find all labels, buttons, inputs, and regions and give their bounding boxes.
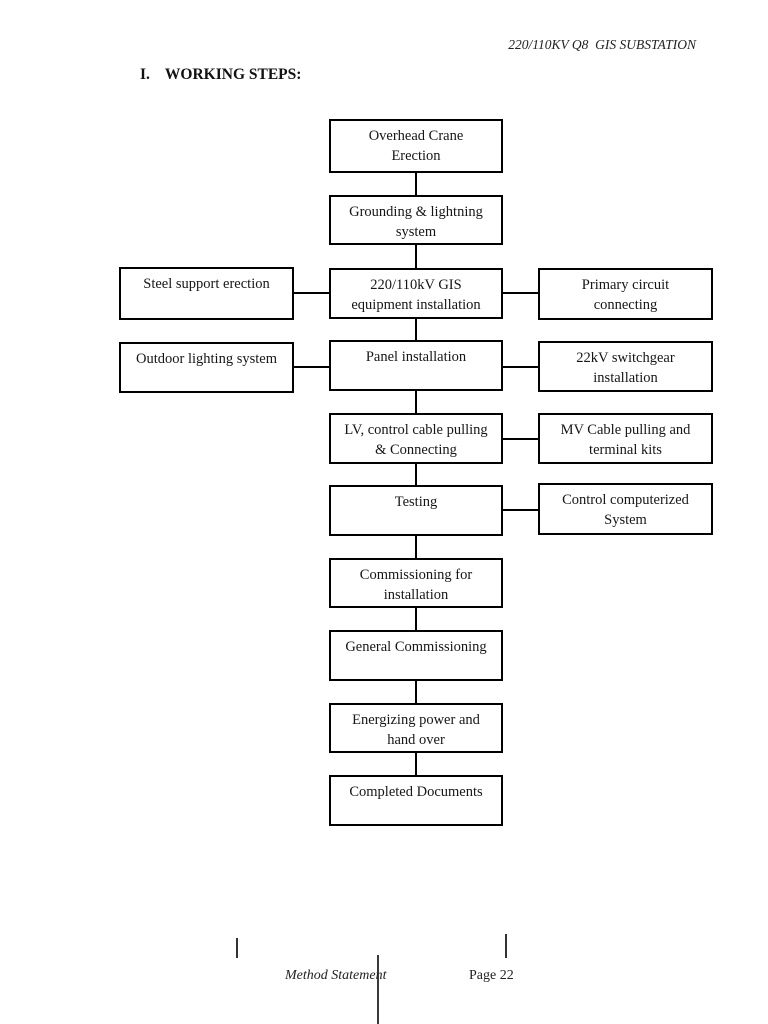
section-heading: I. WORKING STEPS: [140, 66, 301, 84]
flow-box-22kv-switchgear-installation: 22kV switchgear installation [538, 341, 713, 392]
flow-box-primary-circuit-connecting: Primary circuit connecting [538, 268, 713, 320]
flow-connector-vertical [415, 173, 417, 195]
flow-connector-vertical [415, 608, 417, 630]
flow-box-outdoor-lighting-system: Outdoor lighting system [119, 342, 294, 393]
flow-box-control-computerized-system: Control computerized System [538, 483, 713, 535]
flow-connector-vertical [415, 464, 417, 485]
flow-box-mv-cable-pulling-terminal-kits: MV Cable pulling and terminal kits [538, 413, 713, 464]
footer-page-number: Page 22 [469, 968, 514, 983]
page-header-title: 220/110KV Q8 GIS SUBSTATION [508, 37, 696, 52]
flow-box-completed-documents: Completed Documents [329, 775, 503, 826]
section-title: WORKING STEPS: [164, 66, 302, 83]
footer-document-title: Method Statement [285, 968, 387, 983]
footer-center-rule [377, 955, 379, 1024]
flow-box-steel-support-erection: Steel support erection [119, 267, 294, 320]
flow-connector-horizontal [294, 366, 329, 368]
flow-box-grounding-lightning-system: Grounding & lightning system [329, 195, 503, 245]
flow-box-overhead-crane-erection: Overhead Crane Erection [329, 119, 503, 173]
flow-box-general-commissioning: General Commissioning [329, 630, 503, 681]
flow-connector-vertical [415, 245, 417, 268]
flow-box-energizing-power-hand-over: Energizing power and hand over [329, 703, 503, 753]
flow-box-testing: Testing [329, 485, 503, 536]
flow-connector-vertical [415, 536, 417, 558]
footer-tick-mark-right [505, 934, 507, 958]
flow-box-lv-control-cable-pulling: LV, control cable pulling & Connecting [329, 413, 503, 464]
flow-connector-horizontal [503, 509, 538, 511]
flow-connector-horizontal [503, 366, 538, 368]
flow-connector-vertical [415, 319, 417, 340]
section-numeral: I. [140, 66, 150, 83]
flow-connector-horizontal [294, 292, 329, 294]
flow-connector-vertical [415, 681, 417, 703]
footer-tick-mark-left [236, 938, 238, 958]
flow-box-panel-installation: Panel installation [329, 340, 503, 391]
flow-connector-vertical [415, 391, 417, 413]
flow-connector-horizontal [503, 438, 538, 440]
flow-connector-horizontal [503, 292, 538, 294]
flow-connector-vertical [415, 753, 417, 775]
flow-box-gis-equipment-installation: 220/110kV GIS equipment installation [329, 268, 503, 319]
flow-box-commissioning-for-installation: Commissioning for installation [329, 558, 503, 608]
